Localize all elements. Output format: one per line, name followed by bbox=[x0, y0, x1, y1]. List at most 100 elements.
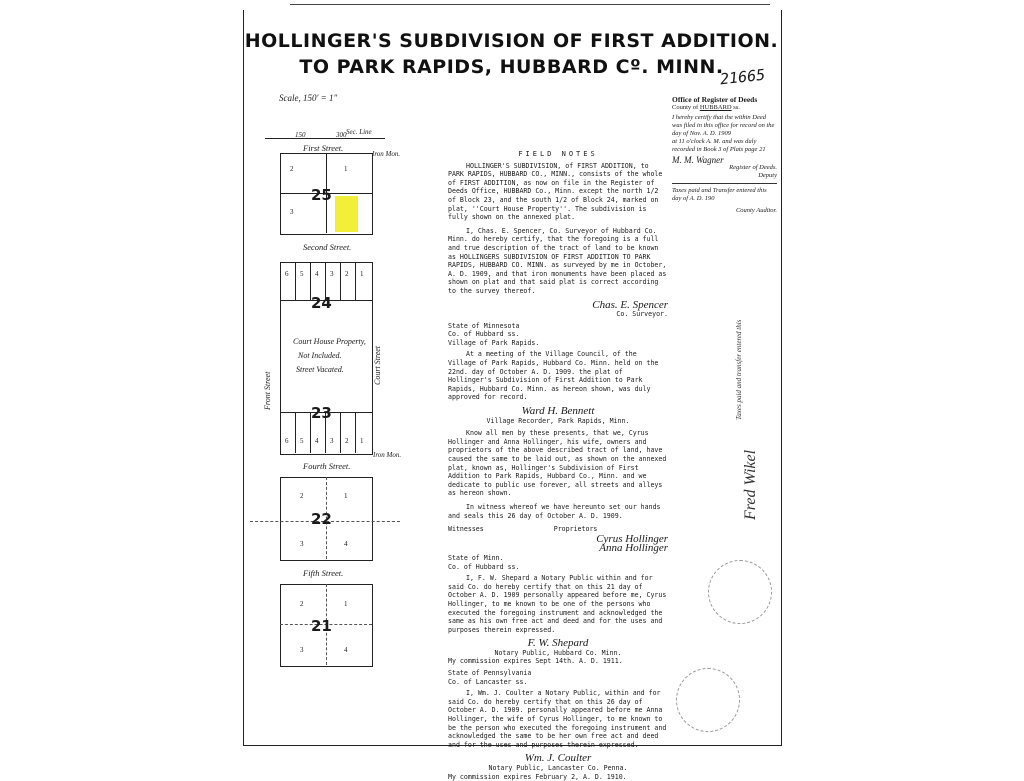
field-notes: FIELD NOTES HOLLINGER'S SUBDIVISION, of … bbox=[448, 150, 668, 781]
lot-number: 2 bbox=[300, 600, 304, 608]
scale-label: Scale, 150' = 1" bbox=[279, 93, 338, 103]
block-24-23-outline bbox=[280, 262, 373, 455]
field-notes-heading: FIELD NOTES bbox=[518, 150, 598, 158]
state-line: State of Minnesota bbox=[448, 321, 520, 330]
lot-number: 3 bbox=[330, 437, 334, 445]
deputy-label: Deputy bbox=[758, 172, 777, 179]
witness-paragraph: In witness whereof we have hereunto set … bbox=[448, 502, 665, 520]
council-approval: At a meeting of the Village Council, of … bbox=[448, 350, 663, 402]
county-label: County of bbox=[672, 104, 699, 111]
lot-number: 6 bbox=[285, 270, 289, 278]
block-divider bbox=[280, 412, 372, 413]
court-house-label: Not Included. bbox=[298, 351, 342, 360]
recorder-divider bbox=[672, 183, 777, 184]
street-front: Front Street bbox=[263, 371, 272, 410]
street-court: Court Street bbox=[373, 345, 382, 385]
state-line: State of Minn. bbox=[448, 553, 504, 562]
block-number-23: 23 bbox=[311, 404, 332, 422]
street-fourth: Fourth Street. bbox=[303, 461, 351, 471]
county-text: Co. of Lancaster bbox=[448, 677, 512, 686]
lot-line bbox=[340, 412, 341, 453]
register-title: Register of Deeds. bbox=[729, 164, 777, 171]
court-house-label: Street Vacated. bbox=[296, 365, 344, 374]
lot-number: 1 bbox=[360, 437, 364, 445]
ss-mark: ss. bbox=[507, 330, 520, 339]
notary-signature: F. W. Shepard bbox=[527, 637, 589, 650]
notary-title: Notary Public, Hubbard Co. Minn. bbox=[494, 648, 622, 657]
proprietor-signature: Cyrus Hollinger bbox=[596, 532, 668, 545]
lot-line bbox=[295, 262, 296, 300]
surveyor-title: Co. Surveyor. bbox=[616, 310, 668, 319]
county-value: HUBBARD bbox=[699, 104, 732, 111]
lot-number: 1 bbox=[360, 270, 364, 278]
iron-monument-label: Iron Mon. bbox=[372, 150, 401, 158]
lot-line bbox=[310, 412, 311, 453]
sec-line bbox=[265, 138, 385, 139]
title-line-1: HOLLINGER'S SUBDIVISION OF FIRST ADDITIO… bbox=[244, 30, 779, 52]
iron-monument-label: Iron Mon. bbox=[373, 451, 402, 459]
title-line-2: TO PARK RAPIDS, HUBBARD Cº. MINN. bbox=[299, 56, 724, 78]
ss-mark: ss. bbox=[733, 104, 740, 111]
recorder-certificate: Office of Register of Deeds County of HU… bbox=[672, 96, 777, 215]
lot-number: 6 bbox=[285, 437, 289, 445]
notary-signature: Wm. J. Coulter bbox=[524, 752, 592, 765]
village-line: Village of Park Rapids. bbox=[448, 338, 540, 347]
commission-line: My commission expires Sept 14th. A. D. 1… bbox=[448, 657, 623, 666]
notary-seal bbox=[708, 560, 772, 624]
lot-number: 4 bbox=[344, 540, 348, 548]
block-number-25: 25 bbox=[311, 186, 332, 204]
block-divider bbox=[280, 624, 372, 625]
margin-signature: Fred Wikel bbox=[742, 449, 759, 520]
block-number-21: 21 bbox=[311, 617, 332, 635]
section-line bbox=[250, 521, 400, 522]
county-line: Co. of Hubbard ss. bbox=[448, 563, 668, 572]
register-signature: M. M. Wagner bbox=[672, 155, 724, 165]
lot-number: 1 bbox=[344, 492, 348, 500]
block-number-22: 22 bbox=[311, 510, 332, 528]
lot-line bbox=[325, 412, 326, 453]
block-divider bbox=[280, 193, 372, 194]
proprietors-label: Proprietors bbox=[553, 525, 598, 534]
notary-seal bbox=[676, 668, 740, 732]
block-number-24: 24 bbox=[311, 294, 332, 312]
lot-line bbox=[310, 262, 311, 300]
lot-number: 2 bbox=[300, 492, 304, 500]
street-first: First Street. bbox=[303, 143, 344, 153]
proprietor-signature: Anna Hollinger bbox=[599, 542, 668, 555]
lot-line bbox=[295, 412, 296, 453]
recorder-certify: I hereby certify that the within Deed wa… bbox=[672, 114, 775, 129]
recorder-date: day of Nov. A. D. 1909 bbox=[672, 130, 731, 137]
margin-note: Taxes paid and transfer entered this bbox=[735, 319, 743, 420]
lot-number: 3 bbox=[300, 646, 304, 654]
surveyor-signature: Chas. E. Spencer bbox=[592, 298, 668, 311]
commission-line: My commission expires February 2, A. D. … bbox=[448, 772, 627, 781]
lot-number: 1 bbox=[344, 165, 348, 173]
dedication-paragraph: Know all men by these presents, that we,… bbox=[448, 429, 667, 498]
lot-number: 3 bbox=[330, 270, 334, 278]
lot-number: 2 bbox=[290, 165, 294, 173]
lot-line bbox=[355, 412, 356, 453]
street-fifth: Fifth Street. bbox=[303, 568, 344, 578]
lot-number: 4 bbox=[315, 270, 319, 278]
lot-number: 4 bbox=[315, 437, 319, 445]
dim-label: 300 bbox=[336, 131, 347, 139]
lot-number: 4 bbox=[344, 646, 348, 654]
lot-number: 3 bbox=[300, 540, 304, 548]
dim-label: 150 bbox=[295, 131, 306, 139]
recorder-signature: Ward H. Bennett bbox=[521, 405, 595, 418]
county-line: Co. of Hubbard ss. bbox=[448, 330, 668, 339]
ss-mark: ss. bbox=[507, 562, 520, 571]
state-line: State of Pennsylvania bbox=[448, 669, 532, 678]
county-text: Co. of Hubbard bbox=[448, 330, 504, 339]
county-text: Co. of Hubbard bbox=[448, 562, 504, 571]
notary-title: Notary Public, Lancaster Co. Penna. bbox=[488, 764, 628, 772]
street-second: Second Street. bbox=[303, 242, 352, 252]
recorder-title: Village Recorder, Park Rapids, Minn. bbox=[486, 416, 630, 425]
lot-number: 5 bbox=[300, 437, 304, 445]
notary-paragraph: I, F. W. Shepard a Notary Public within … bbox=[448, 574, 667, 634]
highlighted-lot bbox=[335, 196, 358, 232]
sec-line-label: Sec. Line bbox=[346, 128, 372, 136]
court-house-label: Court House Property, bbox=[293, 337, 366, 346]
recorder-county: County of HUBBARD ss. bbox=[672, 104, 777, 112]
